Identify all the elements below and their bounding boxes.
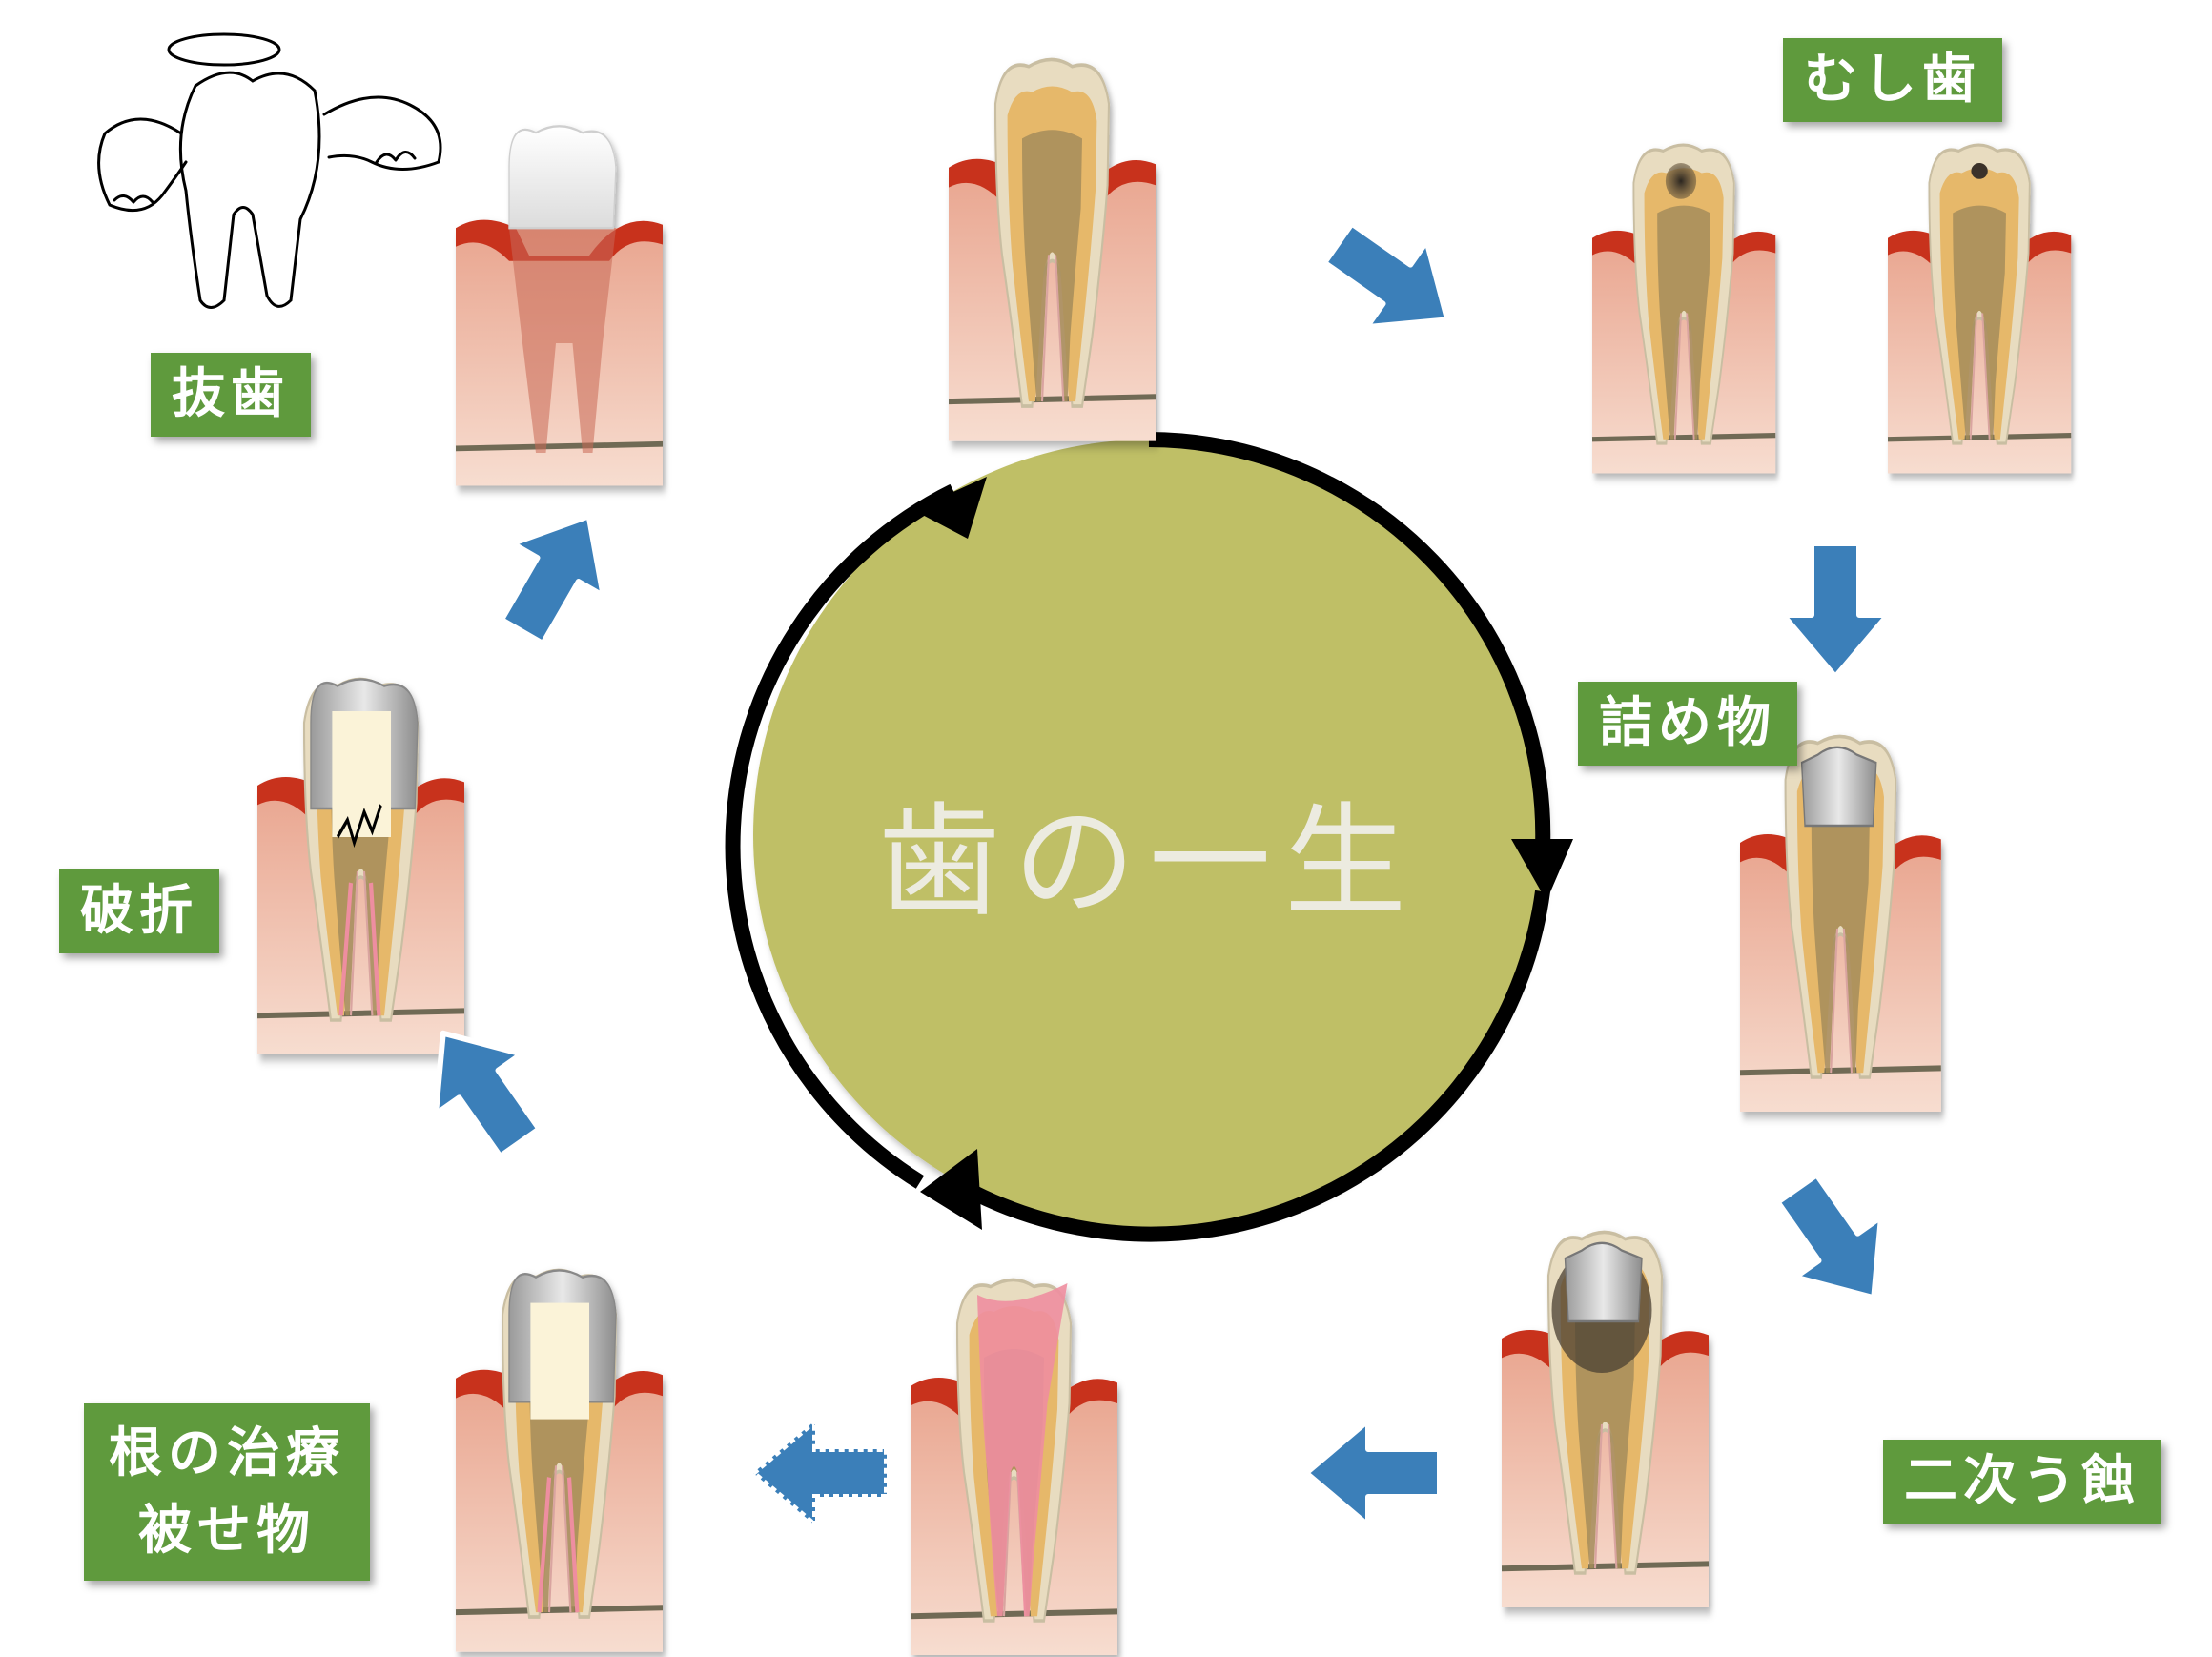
arrow-fracture-to-extraction bbox=[477, 490, 634, 658]
cycle-ring bbox=[725, 432, 1551, 1242]
label-cavity: むし歯 bbox=[1783, 38, 2002, 122]
ring-arrowhead-right bbox=[1511, 839, 1573, 901]
tooth-fractured bbox=[257, 677, 464, 1054]
label-root-treatment-line1: 根の治療 bbox=[109, 1422, 345, 1484]
tooth-filling bbox=[1740, 734, 1941, 1112]
diagram-title: 歯の一生 bbox=[877, 791, 1420, 933]
label-root-treatment: 根の治療 被せ物 bbox=[84, 1403, 370, 1582]
center-circle bbox=[753, 440, 1545, 1231]
tooth-secondary-caries bbox=[1502, 1230, 1709, 1607]
arrow-secondary-to-pulp bbox=[1306, 1421, 1440, 1525]
arrow-filling-to-secondary bbox=[1754, 1158, 1916, 1328]
label-secondary-caries: 二次う蝕 bbox=[1883, 1440, 2161, 1524]
tooth-root-treated bbox=[456, 1268, 663, 1651]
label-root-treatment-line2: 被せ物 bbox=[138, 1500, 316, 1563]
label-extraction: 抜歯 bbox=[151, 353, 311, 437]
tooth-healthy bbox=[949, 57, 1156, 440]
tooth-cavity-2 bbox=[1888, 143, 2071, 473]
arrow-healthy-to-cavity bbox=[1308, 200, 1478, 362]
tooth-pulp-infected bbox=[911, 1278, 1117, 1655]
tooth-extracted-site bbox=[456, 125, 663, 485]
angel-tooth-icon bbox=[97, 32, 442, 309]
tooth-cavity-1 bbox=[1592, 143, 1775, 473]
arrow-cavity-to-filling bbox=[1783, 543, 1888, 677]
label-filling: 詰め物 bbox=[1578, 682, 1797, 766]
arrow-pulp-to-root-treated bbox=[748, 1414, 890, 1532]
ring-arrowhead-left bbox=[913, 477, 987, 539]
ring-arrowhead-bottom bbox=[920, 1149, 982, 1230]
label-fracture: 破折 bbox=[59, 869, 219, 953]
